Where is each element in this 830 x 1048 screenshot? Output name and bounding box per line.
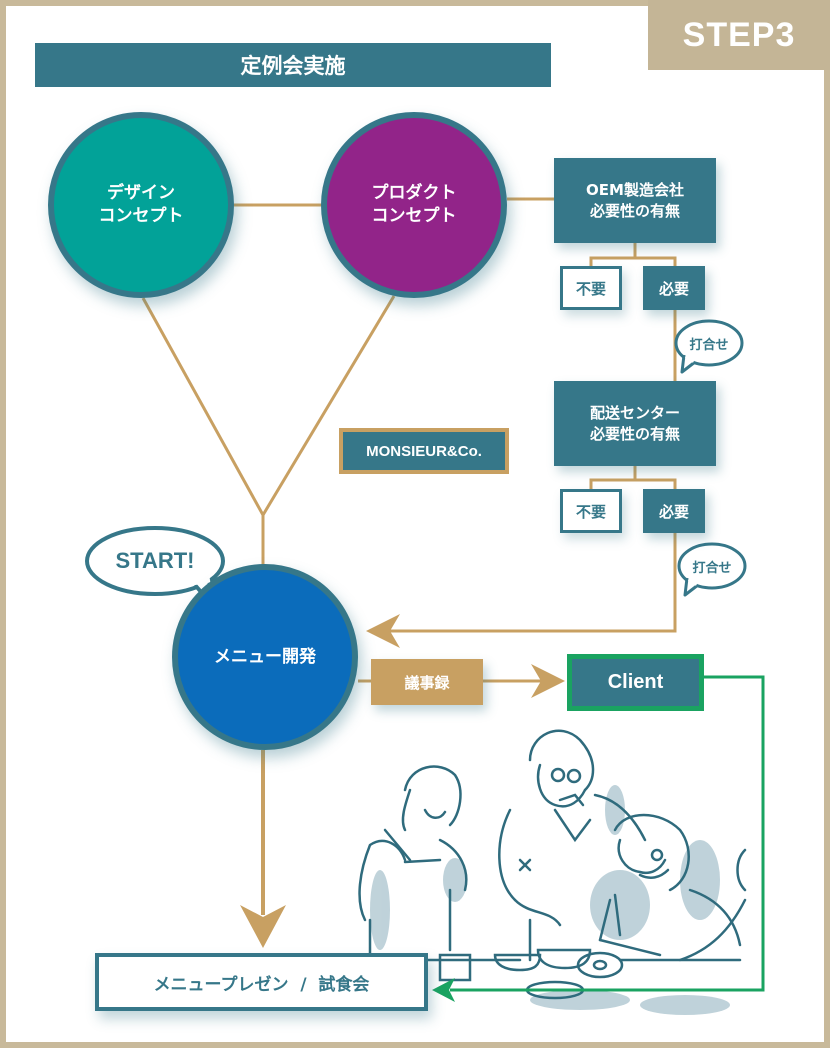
page-title: 定例会実施 <box>35 43 551 87</box>
oem-decision-label: OEM製造会社 必要性の有無 <box>586 181 684 220</box>
meeting-bubble-2: 打合せ <box>692 560 732 576</box>
delivery-decision-box: 配送センター 必要性の有無 <box>554 381 716 466</box>
product-concept-node: プロダクト コンセプト <box>321 112 507 298</box>
delivery-decision-label: 配送センター 必要性の有無 <box>589 404 680 443</box>
design-concept-node: デザイン コンセプト <box>48 112 234 298</box>
oem-needed-box: 必要 <box>643 266 705 310</box>
connector-delivery-menu <box>380 533 677 633</box>
oem-not-needed-box: 不要 <box>560 266 622 310</box>
step-badge: STEP3 <box>648 0 830 70</box>
connector-client-presentation <box>450 675 765 992</box>
connector-oem-branch <box>589 243 677 266</box>
connector-delivery-branch <box>589 466 677 489</box>
arrowhead-to-client <box>531 664 565 698</box>
delivery-needed-box: 必要 <box>643 489 705 533</box>
arrowhead-to-presentation-green <box>432 978 455 1002</box>
connector-product-start <box>261 295 396 516</box>
design-concept-label: デザイン コンセプト <box>98 183 184 226</box>
tasting-illustration <box>358 729 747 1015</box>
arrowhead-to-presentation <box>240 905 286 948</box>
meeting-bubble-1-shape <box>674 319 744 374</box>
oem-decision-box: OEM製造会社 必要性の有無 <box>554 158 716 243</box>
delivery-not-needed-box: 不要 <box>560 489 622 533</box>
client-box: Client <box>567 654 704 711</box>
menu-development-node: メニュー開発 <box>172 564 358 750</box>
connector-design-start <box>141 297 265 516</box>
minutes-box: 議事録 <box>371 659 483 705</box>
product-concept-label: プロダクト コンセプト <box>371 183 457 226</box>
start-bubble: START! <box>115 548 195 573</box>
meeting-bubble-2-shape <box>677 542 747 597</box>
presentation-box: メニュープレゼン / 試食会 <box>95 953 428 1011</box>
meeting-bubble-1: 打合せ <box>689 337 729 353</box>
presentation-label: メニュープレゼン / 試食会 <box>153 974 370 995</box>
company-label: MONSIEUR&Co. <box>339 428 509 474</box>
arrowhead-to-menu <box>366 614 400 648</box>
menu-development-label: メニュー開発 <box>214 646 316 667</box>
